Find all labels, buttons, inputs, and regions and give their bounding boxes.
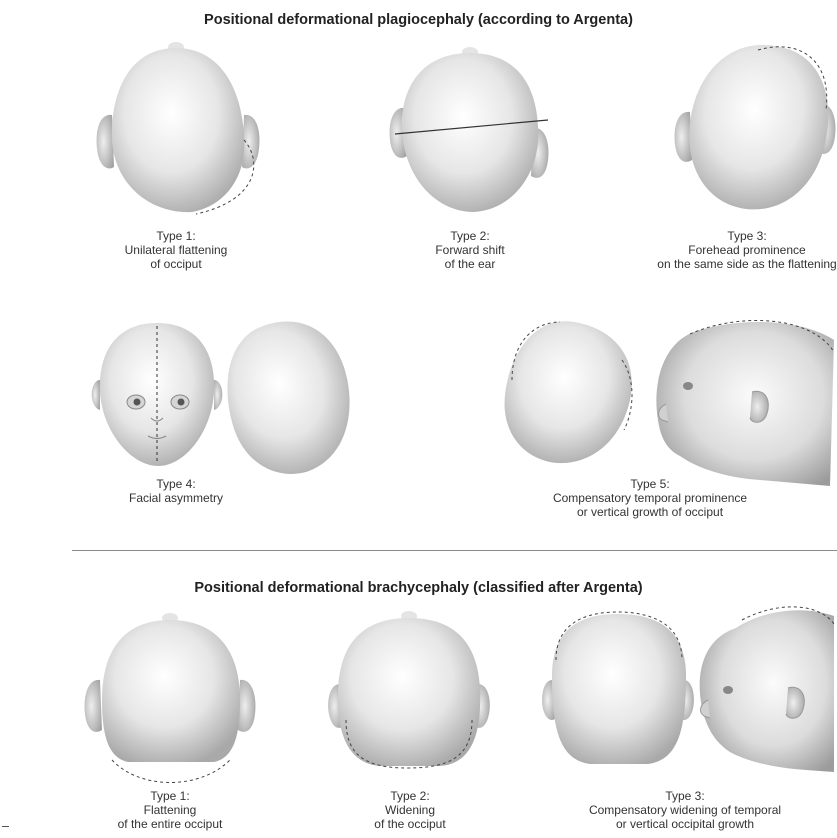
brachy-type2-label: Type 2: xyxy=(330,789,490,803)
brachy-type1-caption: Type 1: Flattening of the entire occiput xyxy=(90,789,250,831)
plagio-type5-caption: Type 5: Compensatory temporal prominence… xyxy=(540,477,760,519)
plagio-type5-profile xyxy=(656,320,834,486)
brachy-type3-caption: Type 3: Compensatory widening of tempora… xyxy=(565,789,805,831)
plagio-type5-head xyxy=(495,312,642,474)
plagio-type4-label: Type 4: xyxy=(96,477,256,491)
plagio-type3-desc-1: Forehead prominence xyxy=(657,243,837,257)
brachy-type3-head xyxy=(542,612,694,764)
brachy-type3-desc-2: or vertical occipital growth xyxy=(565,817,805,831)
brachy-type3-profile xyxy=(700,607,834,772)
plagio-type2-caption: Type 2: Forward shift of the ear xyxy=(390,229,550,271)
brachy-type1-head xyxy=(85,613,256,783)
plagio-type1-label: Type 1: xyxy=(96,229,256,243)
plagio-type2-desc-1: Forward shift xyxy=(390,243,550,257)
brachy-type1-desc-2: of the entire occiput xyxy=(90,817,250,831)
plagio-type1-caption: Type 1: Unilateral flattening of occiput xyxy=(96,229,256,271)
plagio-type3-caption: Type 3: Forehead prominence on the same … xyxy=(657,229,837,271)
plagio-type2-label: Type 2: xyxy=(390,229,550,243)
plagio-type3-desc-2: on the same side as the flattening xyxy=(657,257,837,271)
plagio-type4-face xyxy=(92,323,223,466)
plagio-type1-desc-1: Unilateral flattening xyxy=(96,243,256,257)
brachy-type3-desc-1: Compensatory widening of temporal xyxy=(565,803,805,817)
brachy-type2-head xyxy=(328,611,490,768)
plagio-type4-head xyxy=(211,309,367,487)
brachy-type2-desc-2: of the occiput xyxy=(330,817,490,831)
plagio-type1-head xyxy=(97,42,260,214)
plagio-type3-label: Type 3: xyxy=(657,229,837,243)
plagio-type4-caption: Type 4: Facial asymmetry xyxy=(96,477,256,505)
plagio-type2-desc-2: of the ear xyxy=(390,257,550,271)
plagio-type3-head xyxy=(675,36,837,219)
brachy-type2-desc-1: Widening xyxy=(330,803,490,817)
plagio-type5-desc-2: or vertical growth of occiput xyxy=(540,505,760,519)
plagio-type5-label: Type 5: xyxy=(540,477,760,491)
plagio-type2-head xyxy=(390,47,549,212)
brachy-type2-caption: Type 2: Widening of the occiput xyxy=(330,789,490,831)
plagio-type4-desc-1: Facial asymmetry xyxy=(96,491,256,505)
brachy-type1-desc-1: Flattening xyxy=(90,803,250,817)
brachy-type1-label: Type 1: xyxy=(90,789,250,803)
plagio-type5-desc-1: Compensatory temporal prominence xyxy=(540,491,760,505)
plagio-type1-desc-2: of occiput xyxy=(96,257,256,271)
brachy-type3-label: Type 3: xyxy=(565,789,805,803)
